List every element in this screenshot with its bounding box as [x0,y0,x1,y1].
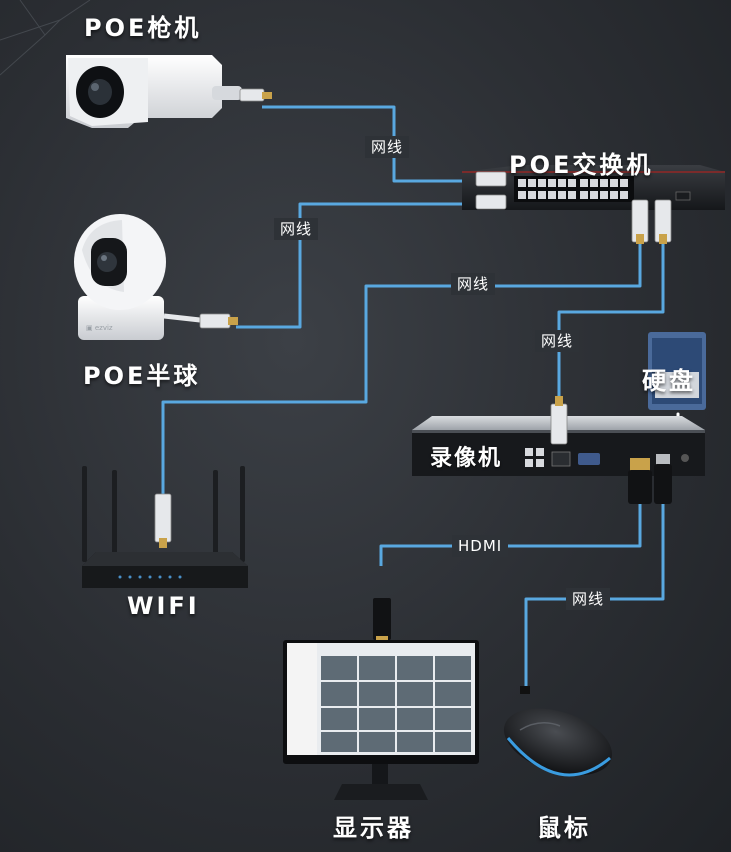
label-mouse: 鼠标 [537,814,591,842]
label-dome-camera: POE半球 [83,362,201,390]
cable-label-bullet-switch: 网线 [365,136,410,158]
cable-label-dome-switch: 网线 [274,218,319,240]
dome-camera-icon: ▣ ezviz [74,214,238,340]
bullet-camera-icon [66,55,272,128]
cable-switch-to-wifi [161,243,642,495]
router-icon [82,466,248,588]
label-nvr: 录像机 [430,446,503,471]
cable-label-switch-nvr: 网线 [535,330,580,352]
background-decor [0,0,91,76]
cable-nvr-to-monitor [379,500,642,566]
hard-disk-icon [648,332,706,410]
label-wifi: WIFI [127,592,200,620]
poe-switch-icon [462,165,725,244]
cable-switch-to-nvr [557,243,665,405]
mouse-icon [503,686,613,777]
svg-text:▣ ezviz: ▣ ezviz [86,324,113,332]
cable-dome-to-switch [236,202,470,329]
label-poe-switch: POE交换机 [509,151,654,179]
cable-label-nvr-mouse: 网线 [566,588,611,610]
cable-label-switch-wifi: 网线 [451,273,496,295]
label-bullet-camera: POE枪机 [84,14,202,42]
monitor-icon [283,598,479,800]
cable-label-nvr-monitor: HDMI [452,535,509,557]
label-monitor: 显示器 [333,814,414,842]
label-hard-disk: 硬盘 [642,367,696,395]
nvr-icon [412,396,705,504]
